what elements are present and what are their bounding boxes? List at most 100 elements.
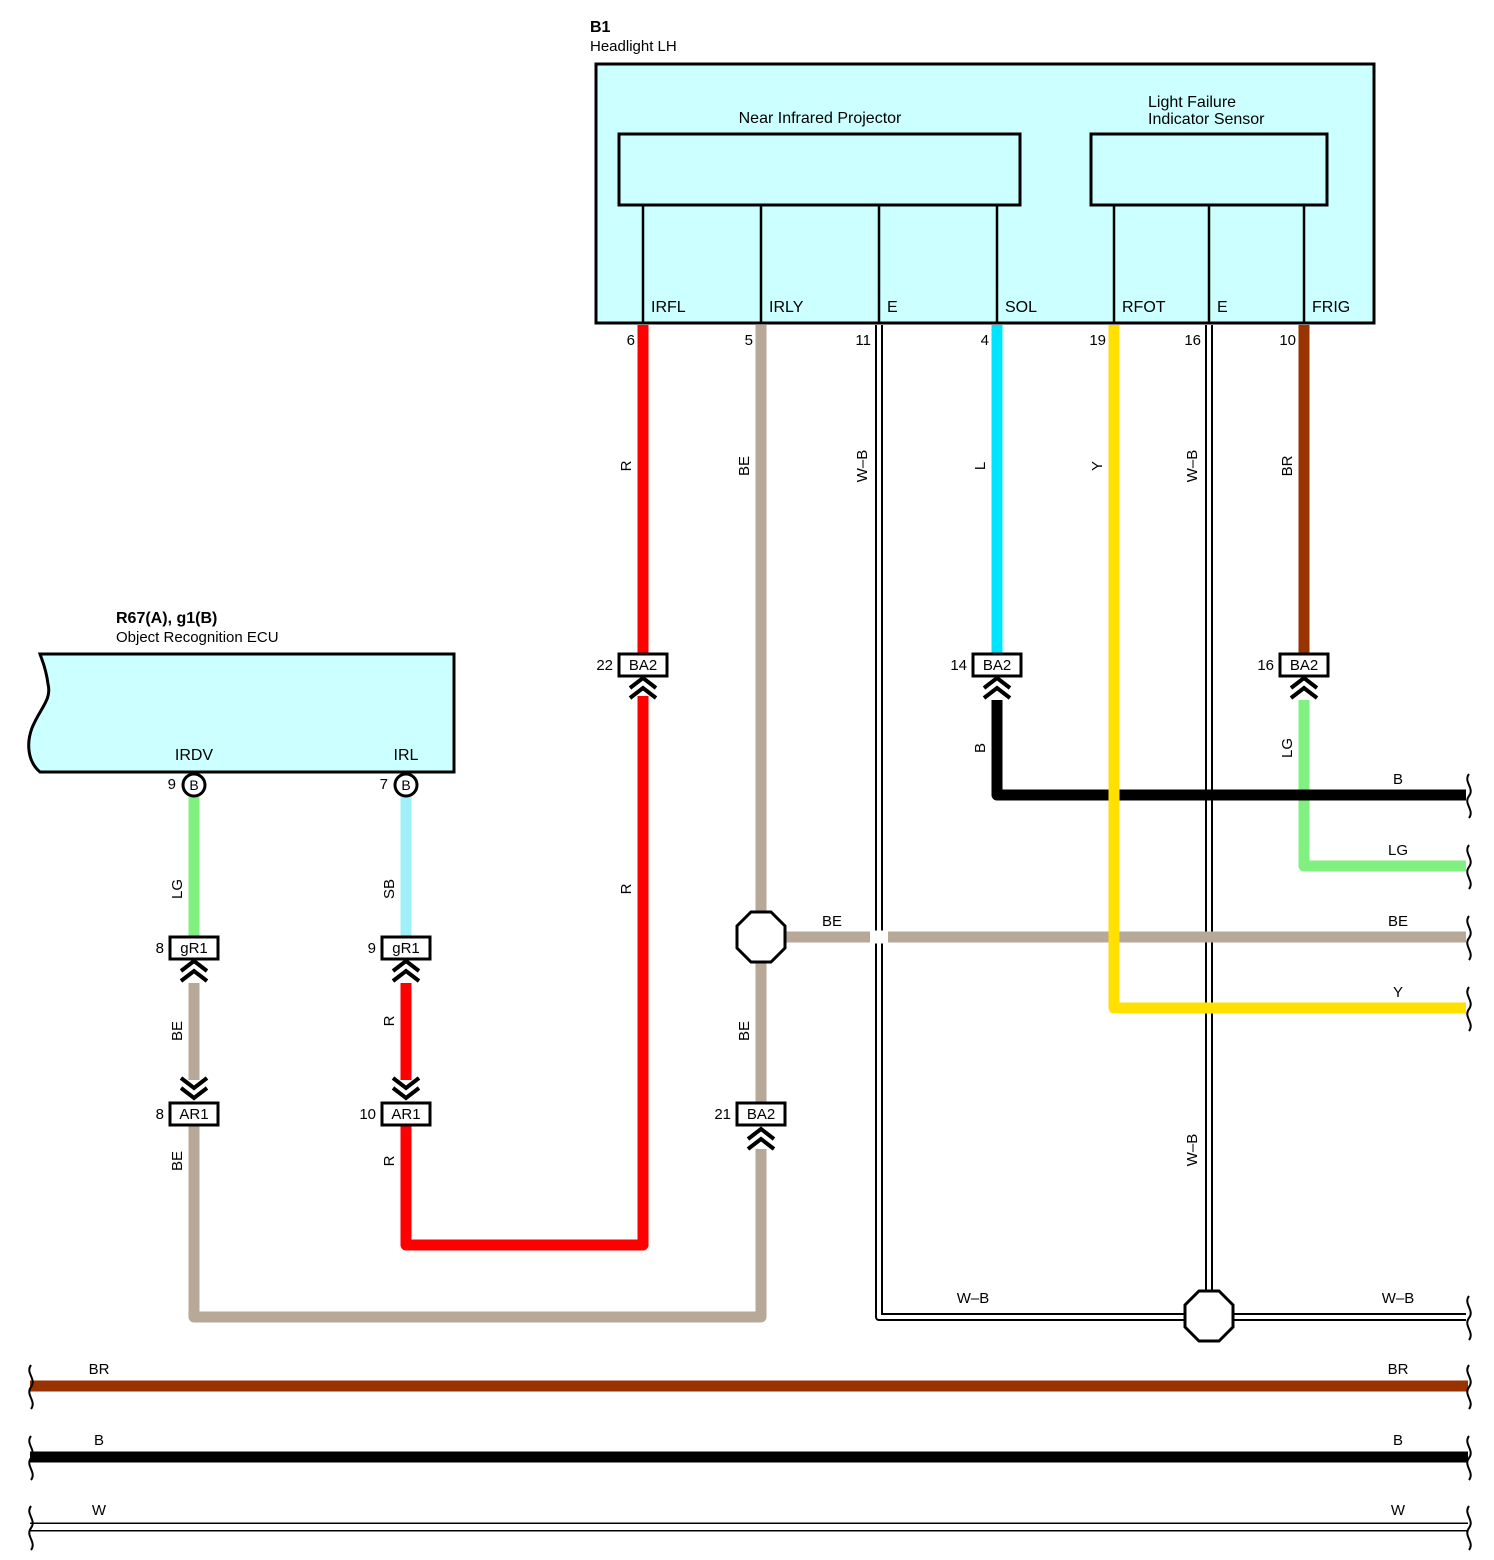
connector-ba2-16: BA2 16	[1257, 652, 1330, 700]
label-right-be: BE	[1388, 913, 1408, 930]
connector-ba2-14-name: BA2	[983, 657, 1011, 674]
connector-ar1-8-name: AR1	[179, 1106, 208, 1123]
terminal-e-2: E	[1217, 299, 1228, 316]
label-b-bus-left: B	[94, 1432, 104, 1449]
label-w-bus-left: W	[92, 1502, 107, 1519]
ecu-terminal-irdv: IRDV	[175, 747, 214, 764]
label-wb-bus-right: W–B	[1382, 1290, 1415, 1307]
terminal-e-1: E	[887, 299, 898, 316]
connector-ar1-8: AR1 8	[156, 1076, 220, 1127]
label-sol-top: L	[972, 462, 989, 470]
label-be-horizontal-left: BE	[822, 913, 842, 930]
near-infrared-projector-label: Near Infrared Projector	[739, 110, 902, 127]
connector-gr1-9-name: gR1	[392, 940, 420, 957]
connector-gr1-8-pin: 8	[156, 940, 164, 957]
connector-ba2-22-name: BA2	[629, 657, 657, 674]
label-e1-vertical: W–B	[854, 450, 871, 483]
label-br-bus-right: BR	[1388, 1361, 1409, 1378]
ecu-code: R67(A), g1(B)	[116, 610, 217, 627]
label-b-bus-right: B	[1393, 1432, 1403, 1449]
label-e2-top: W–B	[1184, 450, 1201, 483]
junction-be	[735, 910, 787, 964]
wire-wb-e1	[875, 325, 1466, 1321]
label-br-bus-left: BR	[89, 1361, 110, 1378]
label-ar1-8-below: BE	[169, 1151, 186, 1171]
wire-irfl-red-lower	[400, 696, 649, 1251]
label-ecu-irdv: LG	[169, 879, 186, 899]
connector-gr1-9-pin: 9	[368, 940, 376, 957]
pin-irly: 5	[745, 332, 753, 349]
label-wb-bus-left: W–B	[957, 1290, 990, 1307]
ecu-name: Object Recognition ECU	[116, 629, 279, 646]
label-right-y: Y	[1393, 984, 1403, 1001]
ecu-pin-irl-conn: B	[401, 777, 410, 793]
pin-sol: 4	[981, 332, 989, 349]
connector-gr1-9: gR1 9	[368, 935, 432, 983]
connector-ba2-14-pin: 14	[950, 657, 967, 674]
ecu-pin-irdv: B 9	[168, 772, 207, 798]
break-marks	[28, 773, 1472, 1551]
connector-ba2-21: BA2 21	[714, 1101, 787, 1151]
wire-labels: R R BE W–B L Y W–B W–B BR B LG LG SB BE …	[89, 450, 1415, 1519]
connector-ba2-16-pin: 16	[1257, 657, 1274, 674]
connector-ar1-10: AR1 10	[359, 1076, 432, 1127]
connector-ba2-21-name: BA2	[747, 1106, 775, 1123]
label-ba2-16-below: LG	[1279, 738, 1296, 758]
connector-ba2-21-pin: 21	[714, 1106, 731, 1123]
headlight-component: B1 Headlight LH Near Infrared Projector …	[590, 19, 1376, 349]
label-irfl-top: R	[618, 460, 635, 471]
pin-e-2: 16	[1184, 332, 1201, 349]
connector-gr1-8: gR1 8	[156, 935, 220, 983]
light-failure-sensor-label-1: Light Failure	[1148, 94, 1236, 111]
label-right-lg: LG	[1388, 842, 1408, 859]
ecu-terminal-irl: IRL	[394, 747, 419, 764]
label-ba2-14-below: B	[972, 743, 989, 753]
connector-ba2-22: BA2 22	[596, 652, 669, 700]
near-infrared-projector-box	[617, 132, 1022, 207]
label-frig-top: BR	[1279, 455, 1296, 476]
label-gr1-9-below: R	[381, 1015, 398, 1026]
wires	[30, 325, 1468, 1532]
terminal-frig: FRIG	[1312, 299, 1350, 316]
ecu-pin-irl: B 7	[380, 772, 419, 798]
pin-irfl: 6	[627, 332, 635, 349]
headlight-code: B1	[590, 19, 611, 36]
label-w-bus-right: W	[1391, 1502, 1406, 1519]
terminal-irly: IRLY	[769, 299, 804, 316]
label-irfl-mid: R	[618, 883, 635, 894]
ecu-component: R67(A), g1(B) Object Recognition ECU IRD…	[27, 610, 456, 774]
connector-ba2-22-pin: 22	[596, 657, 613, 674]
label-rfot-top: Y	[1089, 461, 1106, 471]
light-failure-sensor-box	[1089, 132, 1329, 207]
label-ecu-irl: SB	[381, 879, 398, 899]
terminal-rfot: RFOT	[1122, 299, 1166, 316]
junction-wb	[1183, 1289, 1235, 1343]
wire-be-return	[188, 1126, 767, 1323]
headlight-name: Headlight LH	[590, 38, 677, 55]
connector-ba2-16-name: BA2	[1290, 657, 1318, 674]
ecu-pin-irdv-num: 9	[168, 776, 176, 793]
wire-lg-right	[1298, 700, 1466, 872]
label-right-b: B	[1393, 771, 1403, 788]
terminal-sol: SOL	[1005, 299, 1037, 316]
label-irly-top: BE	[736, 456, 753, 476]
connector-ar1-8-pin: 8	[156, 1106, 164, 1123]
pin-rfot: 19	[1089, 332, 1106, 349]
ecu-pin-irdv-conn: B	[189, 777, 198, 793]
connector-gr1-8-name: gR1	[180, 940, 208, 957]
label-junction-below: BE	[736, 1021, 753, 1041]
connector-ba2-14: BA2 14	[950, 652, 1023, 700]
terminal-irfl: IRFL	[651, 299, 686, 316]
wire-b-right	[991, 700, 1466, 801]
connector-ar1-10-pin: 10	[359, 1106, 376, 1123]
light-failure-sensor-label-2: Indicator Sensor	[1148, 111, 1265, 128]
connector-ar1-10-name: AR1	[391, 1106, 420, 1123]
label-e2-low: W–B	[1184, 1134, 1201, 1167]
wire-rfot-yellow	[1108, 325, 1466, 1014]
ecu-pin-irl-num: 7	[380, 776, 388, 793]
ecu-body	[27, 652, 456, 774]
label-ar1-10-below: R	[381, 1155, 398, 1166]
pin-e-1: 11	[855, 332, 871, 349]
pin-frig: 10	[1279, 332, 1296, 349]
